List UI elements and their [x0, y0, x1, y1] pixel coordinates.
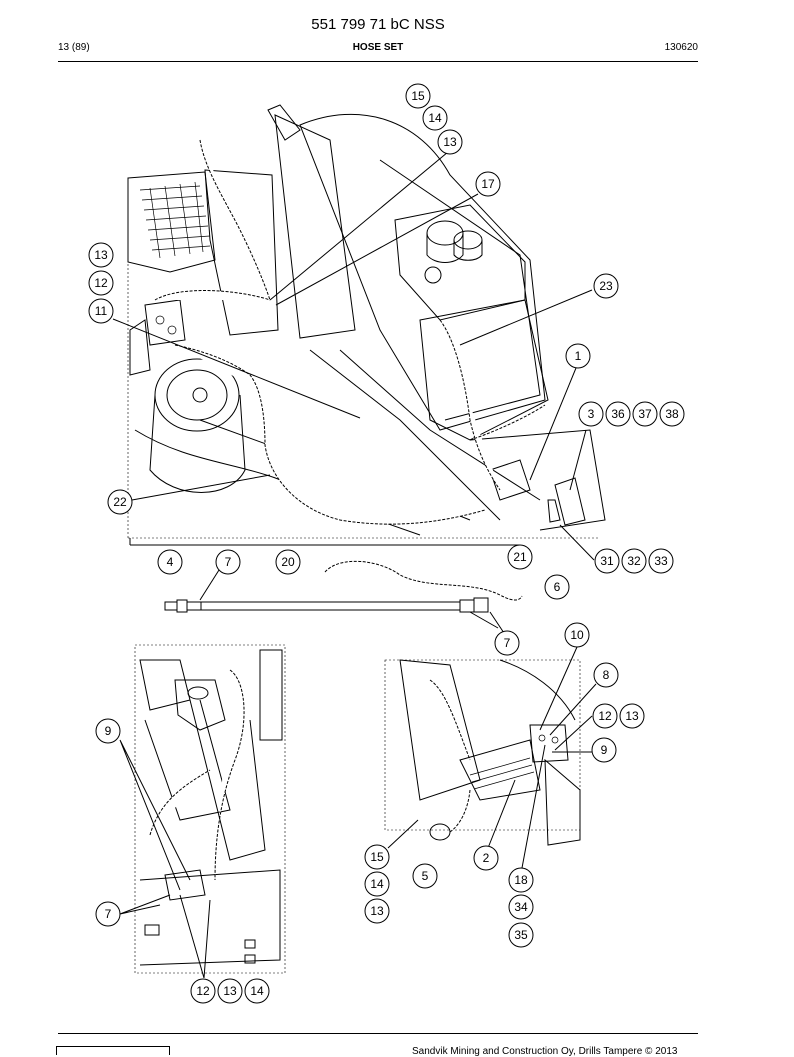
callout-20: 20 — [275, 549, 301, 575]
callout-label: 7 — [225, 555, 232, 569]
callout-label: 31 — [600, 554, 614, 568]
callout-9: 9 — [95, 718, 121, 744]
footer-copyright: Sandvik Mining and Construction Oy, Dril… — [412, 1046, 678, 1057]
callout-label: 12 — [598, 709, 612, 723]
callout-label: 32 — [627, 554, 641, 568]
callout-label: 38 — [665, 407, 679, 421]
callout-12: 12 — [592, 703, 618, 729]
callout-5: 5 — [412, 863, 438, 889]
callout-label: 6 — [554, 580, 561, 594]
callout-4: 4 — [157, 549, 183, 575]
callout-label: 21 — [513, 550, 527, 564]
document-title: 551 799 71 bC NSS — [311, 16, 445, 33]
hose-assembly-view — [129, 538, 523, 613]
callout-32: 32 — [621, 548, 647, 574]
callout-label: 9 — [601, 743, 608, 757]
callout-15: 15 — [405, 83, 431, 109]
callout-3: 3 — [578, 401, 604, 427]
callout-label: 17 — [481, 177, 495, 191]
callout-label: 37 — [638, 407, 652, 421]
callout-label: 18 — [514, 873, 528, 887]
callout-7: 7 — [215, 549, 241, 575]
leader-lines — [112, 151, 597, 979]
callout-13: 13 — [88, 242, 114, 268]
callout-label: 15 — [370, 850, 384, 864]
callout-label: 2 — [483, 851, 490, 865]
callout-1: 1 — [565, 343, 591, 369]
detail-right-view — [384, 659, 581, 846]
header-rule — [58, 61, 698, 62]
callout-label: 12 — [196, 984, 210, 998]
callout-10: 10 — [564, 622, 590, 648]
callout-8: 8 — [593, 662, 619, 688]
callout-7: 7 — [494, 630, 520, 656]
callout-14: 14 — [364, 871, 390, 897]
callout-label: 13 — [223, 984, 237, 998]
callout-31: 31 — [594, 548, 620, 574]
sandvik-logo — [56, 1046, 170, 1055]
callout-label: 5 — [422, 869, 429, 883]
callout-label: 15 — [411, 89, 425, 103]
callout-label: 35 — [514, 928, 528, 942]
main-assembly-view — [127, 104, 606, 539]
callout-14: 14 — [422, 105, 448, 131]
callout-33: 33 — [648, 548, 674, 574]
callout-label: 3 — [588, 407, 595, 421]
callout-36: 36 — [605, 401, 631, 427]
callout-13: 13 — [364, 898, 390, 924]
callout-label: 14 — [250, 984, 264, 998]
callout-7: 7 — [95, 901, 121, 927]
document-date: 130620 — [664, 42, 698, 53]
callout-21: 21 — [507, 544, 533, 570]
callout-14: 14 — [244, 978, 270, 1004]
callout-13: 13 — [619, 703, 645, 729]
callout-label: 8 — [603, 668, 610, 682]
callout-12: 12 — [190, 978, 216, 1004]
callout-label: 14 — [370, 877, 384, 891]
callout-label: 13 — [94, 248, 108, 262]
callout-label: 11 — [95, 304, 108, 318]
callout-label: 33 — [654, 554, 668, 568]
callout-38: 38 — [659, 401, 685, 427]
callout-label: 7 — [504, 636, 511, 650]
footer-rule — [58, 1033, 698, 1034]
callout-label: 34 — [514, 900, 528, 914]
section-title: HOSE SET — [352, 42, 404, 53]
callout-34: 34 — [508, 894, 534, 920]
callout-18: 18 — [508, 867, 534, 893]
callout-label: 1 — [575, 349, 582, 363]
callout-23: 23 — [593, 273, 619, 299]
callout-9: 9 — [591, 737, 617, 763]
callout-label: 36 — [611, 407, 625, 421]
callout-label: 23 — [599, 279, 613, 293]
page-number: 13 (89) — [58, 42, 90, 53]
callout-2: 2 — [473, 845, 499, 871]
callout-label: 22 — [113, 495, 127, 509]
callout-label: 20 — [281, 555, 295, 569]
callout-12: 12 — [88, 270, 114, 296]
callout-37: 37 — [632, 401, 658, 427]
callout-label: 13 — [625, 709, 639, 723]
callout-17: 17 — [475, 171, 501, 197]
callout-label: 13 — [370, 904, 384, 918]
callout-13: 13 — [437, 129, 463, 155]
callout-label: 12 — [94, 276, 108, 290]
callout-label: 4 — [167, 555, 174, 569]
callout-label: 9 — [105, 724, 112, 738]
callout-22: 22 — [107, 489, 133, 515]
callout-label: 10 — [570, 628, 584, 642]
callout-label: 7 — [105, 907, 112, 921]
callout-11: 11 — [88, 298, 114, 324]
detail-left-view — [134, 644, 286, 974]
callout-13: 13 — [217, 978, 243, 1004]
callout-35: 35 — [508, 922, 534, 948]
callout-label: 13 — [443, 135, 457, 149]
callout-6: 6 — [544, 574, 570, 600]
callout-15: 15 — [364, 844, 390, 870]
callout-label: 14 — [428, 111, 442, 125]
